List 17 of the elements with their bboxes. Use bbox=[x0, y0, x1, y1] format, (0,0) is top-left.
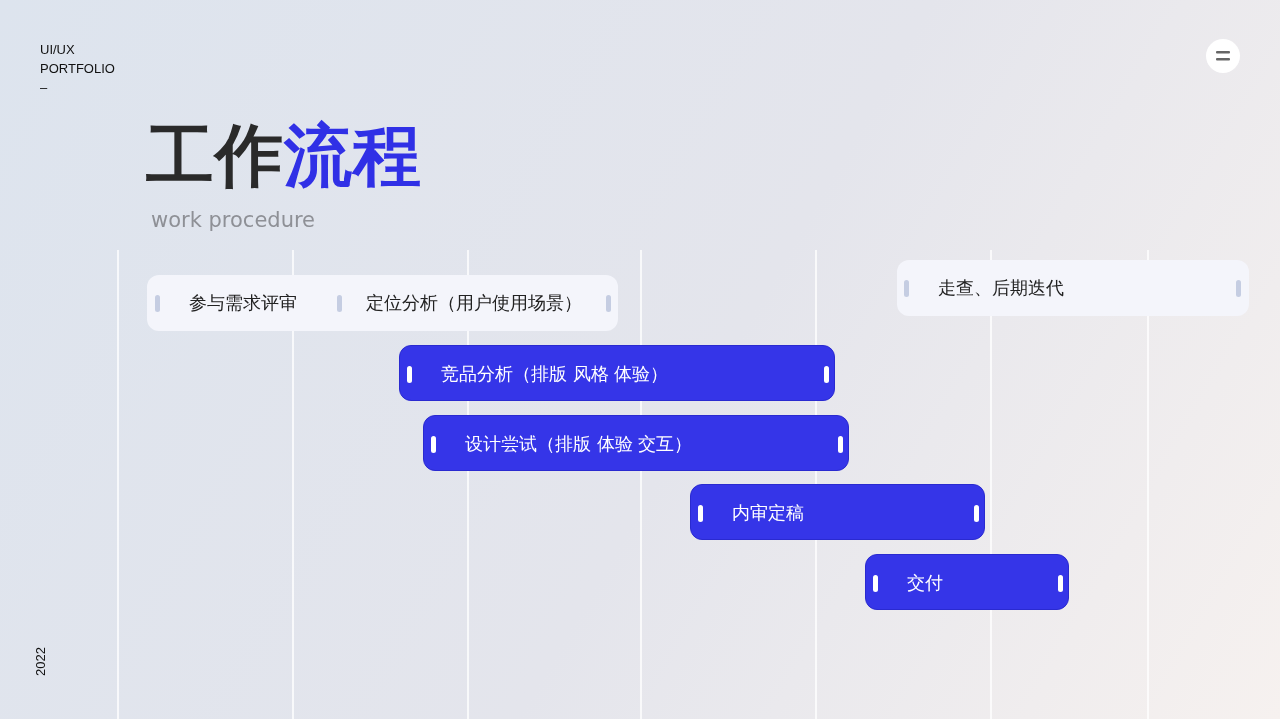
task-bar bbox=[897, 260, 1249, 316]
portfolio-label: UI/UX PORTFOLIO – bbox=[40, 41, 116, 97]
title: 工作流程 bbox=[146, 115, 422, 197]
task-label: 参与需求评审 bbox=[189, 291, 297, 315]
task-bar bbox=[399, 345, 835, 401]
task-label: 定位分析（用户使用场景） bbox=[366, 291, 582, 315]
task-bar bbox=[147, 275, 618, 331]
year-label: 2022 bbox=[32, 647, 48, 676]
task-label: 竞品分析（排版 风格 体验） bbox=[441, 362, 669, 386]
task-bar bbox=[690, 484, 985, 540]
task-label: 交付 bbox=[907, 571, 943, 595]
task-bar bbox=[423, 415, 849, 471]
task-label: 走查、后期迭代 bbox=[938, 276, 1064, 300]
subtitle: work procedure bbox=[151, 208, 316, 232]
task-label: 设计尝试（排版 体验 交互） bbox=[465, 432, 693, 456]
task-bar bbox=[865, 554, 1069, 610]
task-label: 内审定稿 bbox=[732, 501, 804, 525]
